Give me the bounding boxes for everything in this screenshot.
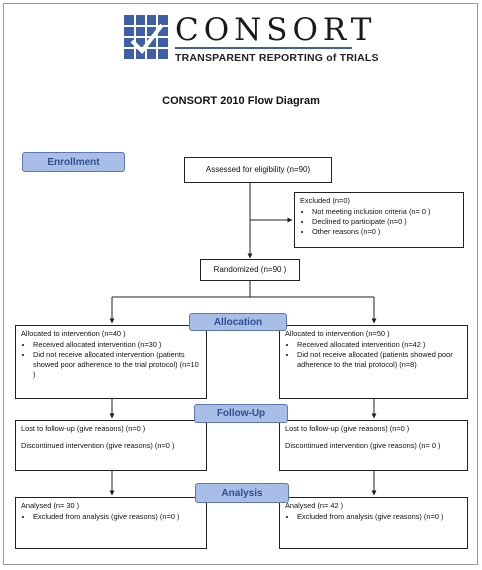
left-excluded-analysis-text: Excluded from analysis (give reasons) (n… <box>33 512 201 522</box>
logo-title: CONSORT <box>175 12 377 48</box>
left-received-text: Received allocated intervention (n=30 ) <box>33 340 201 350</box>
left-allocation-box: Allocated to intervention (n=40 ) Receiv… <box>15 325 207 399</box>
logo-subtitle: TRANSPARENT REPORTING of TRIALS <box>175 52 379 64</box>
consort-logo-icon <box>124 15 168 59</box>
right-lost-text: Lost to follow-up (give reasons) (n=0 ) <box>285 424 410 433</box>
diagram-title: CONSORT 2010 Flow Diagram <box>162 95 320 107</box>
excluded-title: Excluded (n=0) <box>300 196 350 205</box>
randomized-box: Randomized (n=90 ) <box>200 259 300 281</box>
left-analysed-text: Analysed (n= 30 ) <box>21 501 80 510</box>
left-not-received-text: Did not receive allocated intervention (… <box>33 350 201 380</box>
excluded-item: Declined to participate (n=0 ) <box>312 217 458 227</box>
right-not-received-text: Did not receive allocated (patients show… <box>297 350 462 370</box>
excluded-item: Not meeting inclusion criteria (n= 0 ) <box>312 207 458 217</box>
right-analysis-box: Analysed (n= 42 ) Excluded from analysis… <box>279 497 468 549</box>
left-allocated-text: Allocated to intervention (n=40 ) <box>21 329 126 338</box>
right-allocation-box: Allocated to intervention (n=50 ) Receiv… <box>279 325 468 399</box>
right-excluded-analysis-text: Excluded from analysis (give reasons) (n… <box>297 512 462 522</box>
stage-allocation: Allocation <box>189 313 287 331</box>
left-followup-box: Lost to follow-up (give reasons) (n=0 ) … <box>15 420 207 471</box>
assessed-eligibility-text: Assessed for eligibility (n=90) <box>205 164 311 174</box>
left-lost-text: Lost to follow-up (give reasons) (n=0 ) <box>21 424 146 433</box>
stage-analysis: Analysis <box>195 483 289 503</box>
logo-divider <box>175 47 352 49</box>
right-analysed-text: Analysed (n= 42 ) <box>285 501 344 510</box>
stage-follow-up: Follow-Up <box>194 404 288 423</box>
right-received-text: Received allocated intervention (n=42 ) <box>297 340 462 350</box>
right-allocated-text: Allocated to intervention (n=50 ) <box>285 329 390 338</box>
assessed-eligibility-box: Assessed for eligibility (n=90) <box>184 157 332 183</box>
stage-enrollment: Enrollment <box>22 152 125 172</box>
right-discontinued-text: Discontinued intervention (give reasons)… <box>285 440 441 450</box>
left-discontinued-text: Discontinued intervention (give reasons)… <box>21 440 175 450</box>
randomized-text: Randomized (n=90 ) <box>213 264 287 274</box>
excluded-item: Other reasons (n=0 ) <box>312 227 458 237</box>
excluded-box: Excluded (n=0) Not meeting inclusion cri… <box>294 192 464 248</box>
right-followup-box: Lost to follow-up (give reasons) (n=0 ) … <box>279 420 468 471</box>
page-frame <box>3 3 478 565</box>
left-analysis-box: Analysed (n= 30 ) Excluded from analysis… <box>15 497 207 549</box>
